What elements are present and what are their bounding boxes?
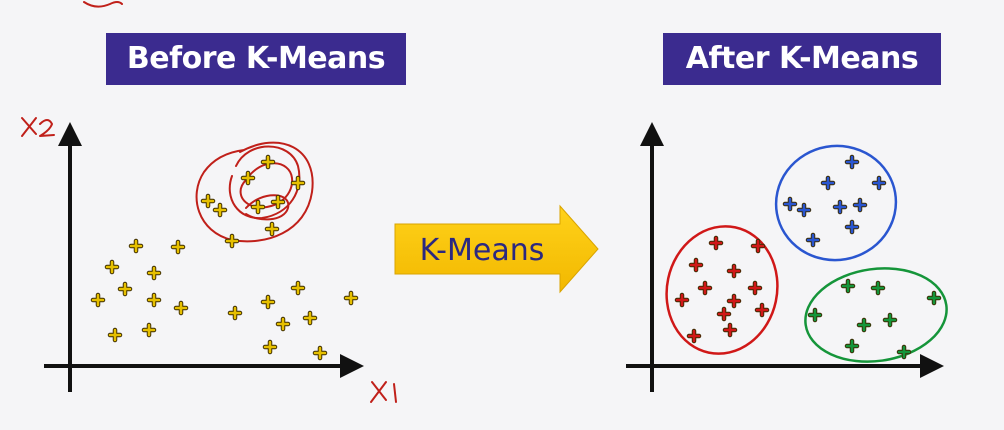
- plus-marker-icon: [832, 199, 848, 215]
- annotation-circles: [195, 141, 314, 243]
- plus-marker-icon: [260, 294, 276, 310]
- plus-marker-icon: [716, 306, 732, 322]
- plus-marker-icon: [697, 280, 713, 296]
- plus-marker-icon: [200, 193, 216, 209]
- plus-marker-icon: [270, 194, 286, 210]
- plus-marker-icon: [104, 259, 120, 275]
- plus-marker-icon: [726, 263, 742, 279]
- plus-marker-icon: [262, 339, 278, 355]
- plus-marker-icon: [688, 257, 704, 273]
- plus-marker-icon: [856, 317, 872, 333]
- arrow-label: K-Means: [420, 233, 545, 268]
- plus-marker-icon: [250, 199, 266, 215]
- plus-marker-icon: [882, 312, 898, 328]
- cluster-green-points: [807, 278, 942, 360]
- kmeans-arrow: K-Means: [394, 204, 599, 294]
- scribble-mark: [83, 1, 123, 8]
- before-title: Before K-Means: [106, 33, 406, 85]
- plus-marker-icon: [302, 310, 318, 326]
- plus-marker-icon: [782, 196, 798, 212]
- plus-marker-icon: [146, 265, 162, 281]
- plus-marker-icon: [686, 328, 702, 344]
- plus-marker-icon: [343, 290, 359, 306]
- plus-marker-icon: [747, 280, 763, 296]
- plus-marker-icon: [926, 290, 942, 306]
- plus-marker-icon: [896, 344, 912, 360]
- plus-marker-icon: [844, 338, 860, 354]
- cluster-blue-ellipse: [774, 144, 898, 262]
- plus-marker-icon: [852, 197, 868, 213]
- plus-marker-icon: [107, 327, 123, 343]
- plus-marker-icon: [844, 154, 860, 170]
- plus-marker-icon: [674, 292, 690, 308]
- plus-marker-icon: [312, 345, 328, 361]
- y-axis-label-text: X₂: [0, 0, 2, 1]
- plus-marker-icon: [796, 202, 812, 218]
- plus-marker-icon: [840, 278, 856, 294]
- plus-marker-icon: [141, 322, 157, 338]
- plus-marker-icon: [224, 233, 240, 249]
- plus-marker-icon: [290, 280, 306, 296]
- cluster-red-ellipse: [665, 225, 779, 355]
- plus-marker-icon: [820, 175, 836, 191]
- plus-marker-icon: [870, 280, 886, 296]
- plus-marker-icon: [708, 235, 724, 251]
- plus-marker-icon: [173, 300, 189, 316]
- after-title: After K-Means: [663, 33, 941, 85]
- plus-marker-icon: [90, 292, 106, 308]
- plus-marker-icon: [722, 322, 738, 338]
- plus-marker-icon: [146, 292, 162, 308]
- plus-marker-icon: [227, 305, 243, 321]
- after-axes: [626, 122, 944, 392]
- plus-marker-icon: [290, 175, 306, 191]
- plus-marker-icon: [805, 232, 821, 248]
- plus-marker-icon: [212, 202, 228, 218]
- plus-marker-icon: [240, 170, 256, 186]
- before-axes: [44, 122, 364, 392]
- x-axis-label-text: X₁: [0, 0, 2, 1]
- plus-marker-icon: [807, 307, 823, 323]
- plus-marker-icon: [260, 154, 276, 170]
- y-axis-label: X₂: [0, 0, 55, 137]
- plus-marker-icon: [117, 281, 133, 297]
- plus-marker-icon: [264, 221, 280, 237]
- plus-marker-icon: [128, 238, 144, 254]
- before-points: [90, 154, 359, 361]
- plus-marker-icon: [750, 238, 766, 254]
- plus-marker-icon: [726, 293, 742, 309]
- cluster-blue-points: [782, 154, 887, 248]
- plus-marker-icon: [170, 239, 186, 255]
- x-axis-label: X₁: [0, 0, 397, 403]
- plus-marker-icon: [275, 316, 291, 332]
- cluster-red-points: [674, 235, 770, 344]
- cluster-green-ellipse: [804, 267, 948, 363]
- plus-marker-icon: [871, 175, 887, 191]
- plus-marker-icon: [844, 219, 860, 235]
- plus-marker-icon: [754, 302, 770, 318]
